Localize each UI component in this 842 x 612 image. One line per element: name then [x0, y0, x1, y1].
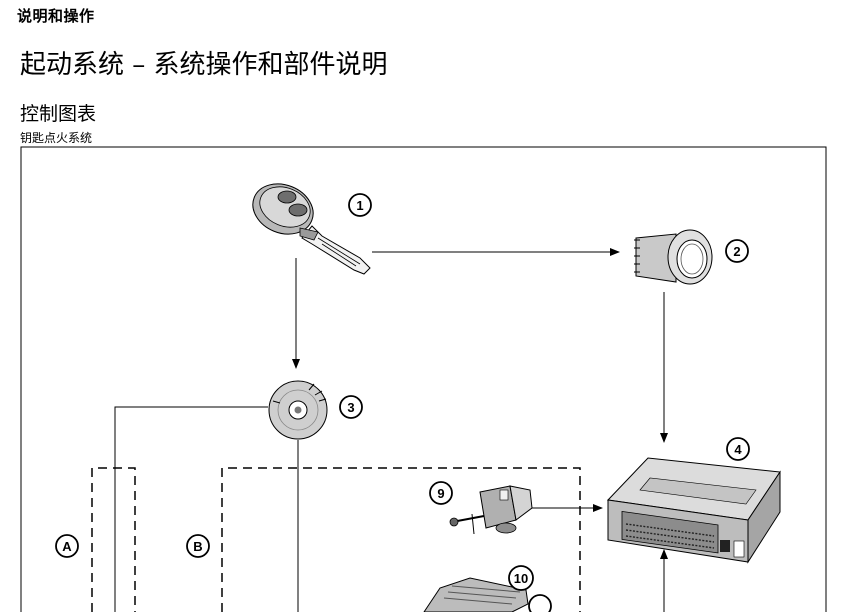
immobilizer-line-left: [114, 406, 268, 612]
group-a-label: A: [62, 539, 72, 554]
group-b-label: B: [193, 539, 202, 554]
group-label-b: B: [186, 534, 210, 558]
callout-1: 1: [348, 193, 372, 217]
callout-2-label: 2: [733, 244, 740, 259]
callout-4: 4: [726, 437, 750, 461]
control-module-icon: [606, 457, 781, 564]
callout-4-label: 4: [734, 442, 742, 457]
brake-switch-icon: [449, 485, 533, 535]
callout-9-label: 9: [437, 486, 444, 501]
callout-3: 3: [339, 395, 363, 419]
group-a-dashed-box: [91, 467, 136, 612]
callout-10-label: 10: [514, 571, 528, 586]
callout-2: 2: [725, 239, 749, 263]
immobilizer-disc-icon: [268, 380, 328, 440]
group-label-a: A: [55, 534, 79, 558]
callout-1-label: 1: [356, 198, 363, 213]
page-title: 起动系统 – 系统操作和部件说明: [20, 50, 388, 80]
diagram-frame: [20, 146, 827, 612]
callout-3-label: 3: [347, 400, 354, 415]
transceiver-ring-icon: [634, 229, 713, 285]
diagram-subheading: 钥匙点火系统: [20, 131, 93, 145]
callout-9: 9: [429, 481, 453, 505]
engine-control-module-icon: [423, 577, 552, 612]
callout-10: 10: [508, 565, 534, 591]
diagram-heading: 控制图表: [20, 103, 97, 125]
group-b-dashed-box: [221, 467, 581, 612]
remote-key-icon: [252, 183, 371, 275]
section-label: 说明和操作: [17, 7, 95, 25]
